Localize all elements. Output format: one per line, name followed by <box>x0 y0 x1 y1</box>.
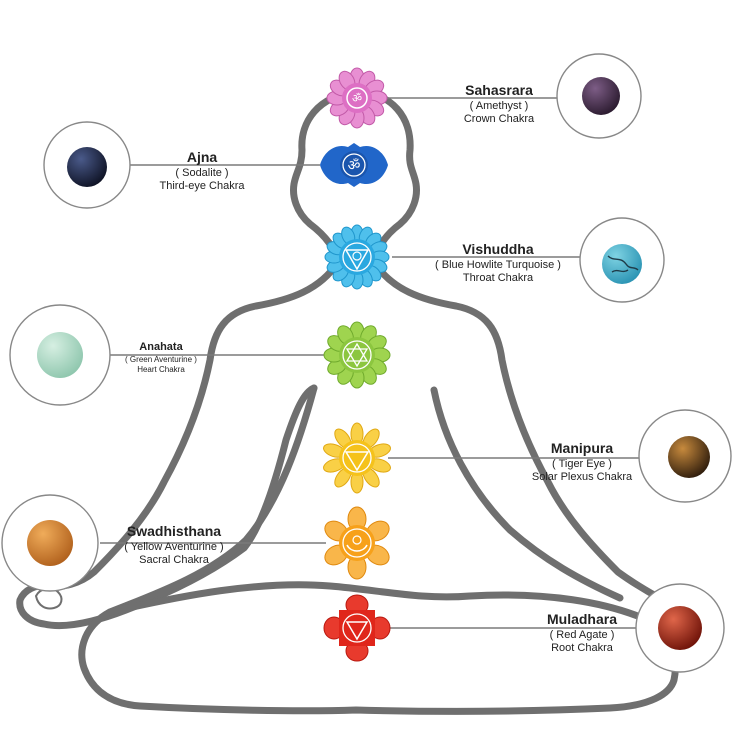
swadhisthana-chakra-symbol <box>324 506 390 580</box>
manipura-label: Manipura ( Tiger Eye ) Solar Plexus Chak… <box>518 440 646 485</box>
vishuddha-stone-name: ( Blue Howlite Turquoise ) <box>435 258 561 271</box>
muladhara-stone <box>635 583 725 673</box>
ajna-chakra-symbol: ॐ <box>320 143 388 187</box>
muladhara-chakra-symbol <box>323 594 391 662</box>
ajna-chakra-name: Third-eye Chakra <box>159 180 245 193</box>
sahasrara-stone-name: ( Amethyst ) <box>469 99 529 112</box>
inner-leg-outline <box>106 581 664 630</box>
svg-text:ॐ: ॐ <box>348 158 361 174</box>
vishuddha-chakra-name: Throat Chakra <box>462 272 534 285</box>
red-agate-stone <box>658 606 702 650</box>
ajna-label: Ajna ( Sodalite ) Third-eye Chakra <box>142 149 262 194</box>
anahata-label: Anahata ( Green Aventurine ) Heart Chakr… <box>112 341 210 375</box>
lap-outline <box>78 384 679 715</box>
swadhisthana-label: Swadhisthana ( Yellow Aventurine ) Sacra… <box>104 523 244 568</box>
muladhara-label: Muladhara ( Red Agate ) Root Chakra <box>520 611 644 656</box>
sahasrara-chakra-name: Crown Chakra <box>463 113 535 126</box>
sodalite-stone <box>67 147 107 187</box>
green-aventurine-stone <box>37 332 83 378</box>
sahasrara-label: Sahasrara ( Amethyst ) Crown Chakra <box>438 82 560 127</box>
sahasrara-name: Sahasrara <box>465 82 533 98</box>
connector-lines <box>100 97 640 629</box>
swadhisthana-stone-name: ( Yellow Aventurine ) <box>124 540 224 553</box>
tiger-eye-stone <box>668 436 710 478</box>
sahasrara-chakra-symbol: ॐ <box>326 67 388 129</box>
yellow-aventurine-stone <box>27 520 73 566</box>
right-inner-arm-outline <box>430 386 624 602</box>
manipura-chakra-name: Solar Plexus Chakra <box>531 471 633 484</box>
turquoise-veins <box>607 255 639 273</box>
svg-text:ॐ: ॐ <box>352 92 362 105</box>
anahata-stone-name: ( Green Aventurine ) <box>125 354 197 364</box>
vishuddha-stone <box>579 217 665 303</box>
anahata-chakra-symbol <box>323 321 391 389</box>
anahata-stone <box>9 304 111 406</box>
manipura-stone <box>638 409 732 503</box>
ajna-stone <box>43 121 131 209</box>
right-body-outline <box>370 258 690 616</box>
vishuddha-name: Vishuddha <box>462 241 534 257</box>
vishuddha-label: Vishuddha ( Blue Howlite Turquoise ) Thr… <box>412 241 584 286</box>
sahasrara-stone <box>556 53 642 139</box>
muladhara-chakra-name: Root Chakra <box>551 642 613 655</box>
anahata-chakra-name: Heart Chakra <box>137 364 185 374</box>
swadhisthana-stone <box>1 494 99 592</box>
amethyst-stone <box>582 77 620 115</box>
swadhisthana-chakra-name: Sacral Chakra <box>139 554 209 567</box>
manipura-stone-name: ( Tiger Eye ) <box>552 457 612 470</box>
anahata-name: Anahata <box>139 341 183 353</box>
vishuddha-chakra-symbol <box>324 224 390 290</box>
swadhisthana-name: Swadhisthana <box>126 523 222 539</box>
muladhara-name: Muladhara <box>546 611 617 627</box>
turquoise-stone <box>602 244 642 284</box>
manipura-chakra-symbol <box>323 422 391 494</box>
manipura-name: Manipura <box>550 440 614 456</box>
ajna-name: Ajna <box>186 149 218 165</box>
muladhara-stone-name: ( Red Agate ) <box>549 628 615 641</box>
ajna-stone-name: ( Sodalite ) <box>175 166 229 179</box>
body-outline <box>16 88 690 715</box>
